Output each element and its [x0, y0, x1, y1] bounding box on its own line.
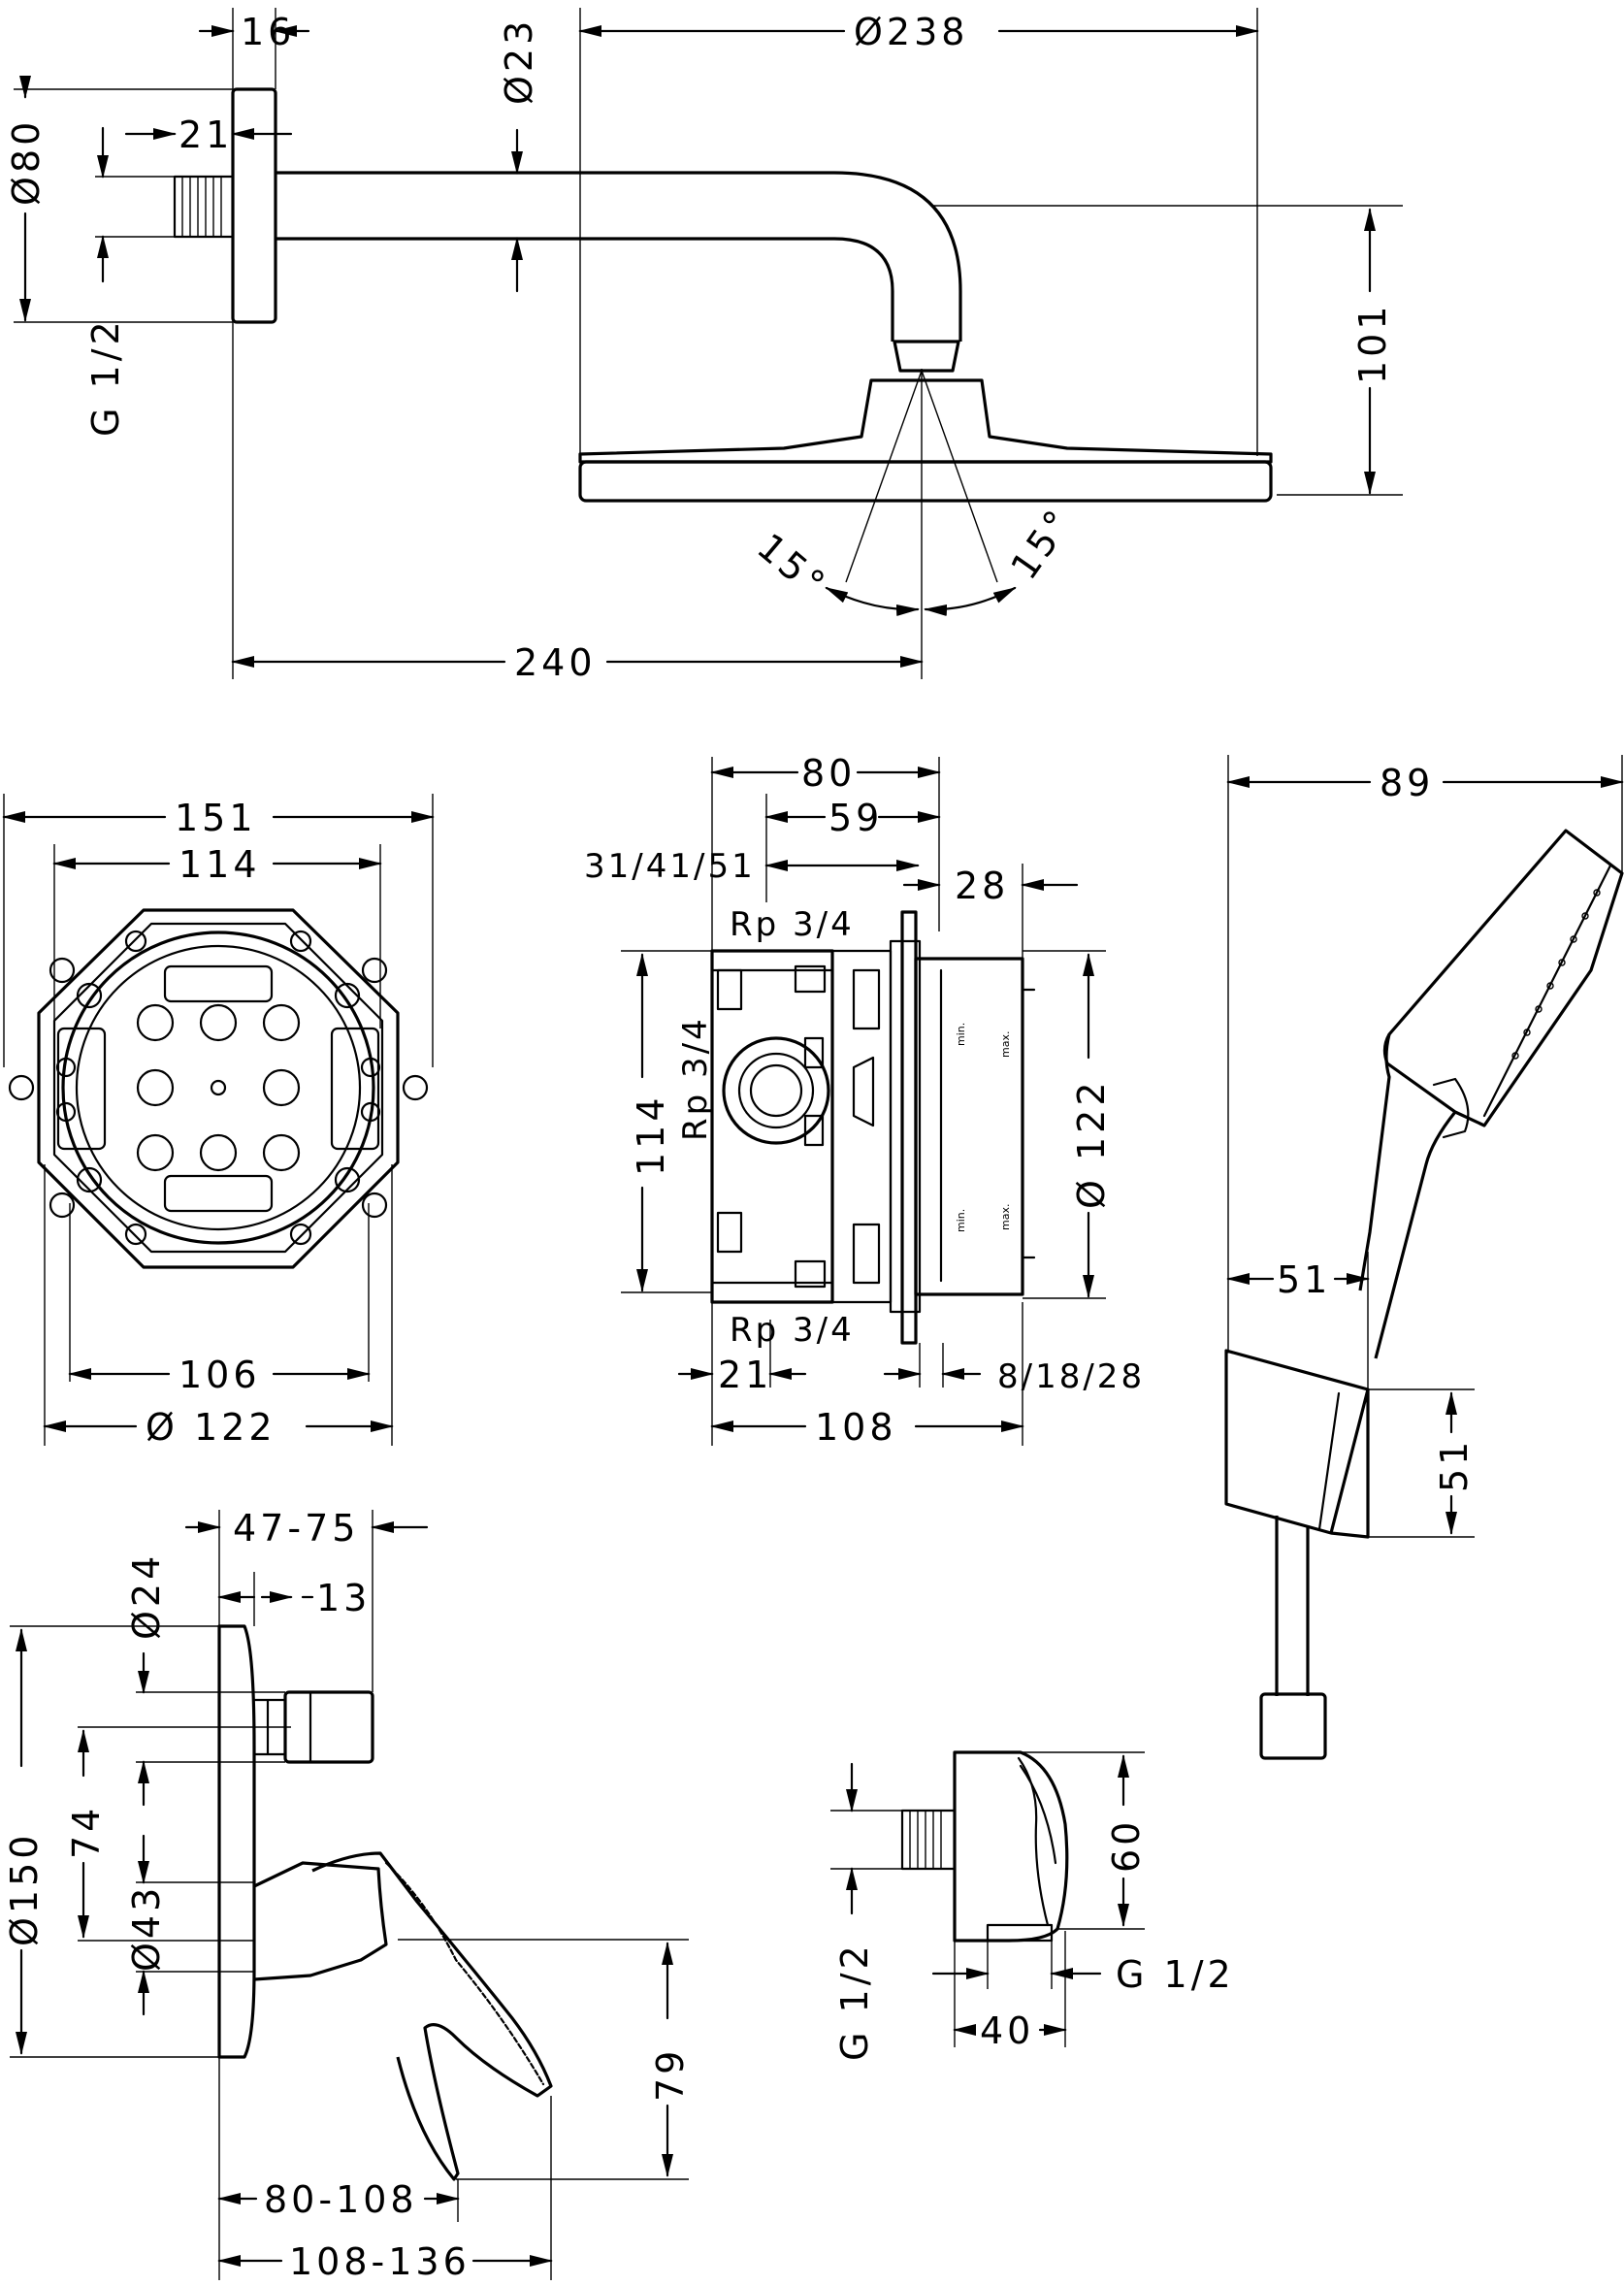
dim-21-top: 21: [179, 114, 233, 156]
dim-122-front: Ø 122: [146, 1406, 276, 1449]
wall-outlet-drawing: 60 G 1/2 G 1/2 40: [830, 1750, 1235, 2061]
dim-80-side: 80: [801, 752, 856, 795]
dim-108: 108: [815, 1406, 897, 1449]
dim-23: Ø23: [498, 17, 540, 105]
dim-28: 28: [955, 865, 1009, 907]
dim-106: 106: [179, 1354, 261, 1396]
dim-89: 89: [1380, 762, 1434, 804]
dim-59: 59: [828, 797, 883, 839]
outlet-thread: [900, 1809, 957, 1871]
dim-g12-outlet-left: G 1/2: [833, 1942, 876, 2061]
octagon-frame: [37, 908, 400, 1269]
dim-24: Ø24: [125, 1552, 168, 1640]
mounting-box-side-drawing: min. max. min. max.: [584, 752, 1145, 1449]
mixer-wall-plate: [217, 1624, 256, 2059]
dim-101: 101: [1351, 302, 1394, 384]
dim-13: 13: [316, 1577, 371, 1619]
dim-47-75: 47-75: [233, 1507, 359, 1550]
mounting-box-front-drawing: 151 114 106 Ø 122: [2, 794, 435, 1449]
dim-43: Ø43: [125, 1884, 168, 1972]
mark-max-top: max.: [999, 1031, 1012, 1058]
dim-21-side: 21: [718, 1354, 772, 1396]
dim-g12-outlet-right: G 1/2: [1116, 1953, 1235, 1996]
mixer-body: [253, 1861, 388, 1981]
dim-80-108: 80-108: [264, 2178, 418, 2221]
dim-238: Ø238: [854, 11, 968, 53]
thread-top: Rp 3/4: [730, 905, 855, 944]
dim-74: 74: [65, 1805, 108, 1859]
mark-max-bottom: max.: [999, 1204, 1012, 1230]
thread-connector: [173, 175, 235, 239]
shower-arm: [276, 171, 962, 342]
inner-ring: [61, 931, 375, 1245]
dim-80: Ø80: [5, 118, 48, 206]
thread-bottom: Rp 3/4: [730, 1311, 855, 1350]
dim-108-136: 108-136: [289, 2240, 471, 2283]
hand-shower-drawing: 89 51 51: [1224, 755, 1624, 1760]
angle-right: 15°: [1002, 500, 1082, 587]
wall-flange: [231, 87, 277, 324]
dim-79: 79: [649, 2047, 692, 2102]
dim-g12-top: G 1/2: [84, 317, 127, 437]
dim-60: 60: [1105, 1818, 1148, 1873]
dim-150: Ø150: [3, 1832, 46, 1946]
shower-head-drawing: 16 Ø23 Ø238 21 Ø80 G 1/2 101 15° 15°: [5, 8, 1403, 684]
dim-31-41-51: 31/41/51: [584, 847, 756, 886]
outlet-ring: [722, 1036, 830, 1145]
dim-51-v: 51: [1433, 1438, 1476, 1492]
wall-outlet-body: [953, 1750, 1069, 1943]
mark-min-top: min.: [955, 1023, 967, 1046]
hand-shower-handle: [1358, 1033, 1457, 1359]
dim-151: 151: [175, 797, 257, 839]
thread-mid: Rp 3/4: [676, 1016, 715, 1141]
dim-40: 40: [980, 2009, 1034, 2052]
dim-122-side: Ø 122: [1070, 1078, 1113, 1209]
mixer-lever: [311, 1851, 553, 2181]
dim-16: 16: [241, 11, 295, 53]
dim-8-18-28: 8/18/28: [997, 1357, 1145, 1396]
mixer-drawing: 47-75 Ø24 13 Ø150 74 Ø43 79 80-108 108-1…: [3, 1507, 692, 2283]
mixer-connector: [283, 1690, 374, 1764]
dim-114-side: 114: [630, 1094, 672, 1176]
hand-shower-holder: [1224, 1349, 1370, 1539]
dim-51-h: 51: [1277, 1258, 1331, 1301]
angle-left: 15°: [749, 525, 835, 607]
dim-240: 240: [514, 641, 597, 684]
hand-shower-head: [1382, 829, 1624, 1127]
dim-114-front: 114: [179, 843, 261, 886]
head-dome: [578, 378, 1273, 464]
hose-nut: [1259, 1692, 1327, 1760]
head-plate: [578, 460, 1273, 503]
mark-min-bottom: min.: [955, 1209, 967, 1232]
